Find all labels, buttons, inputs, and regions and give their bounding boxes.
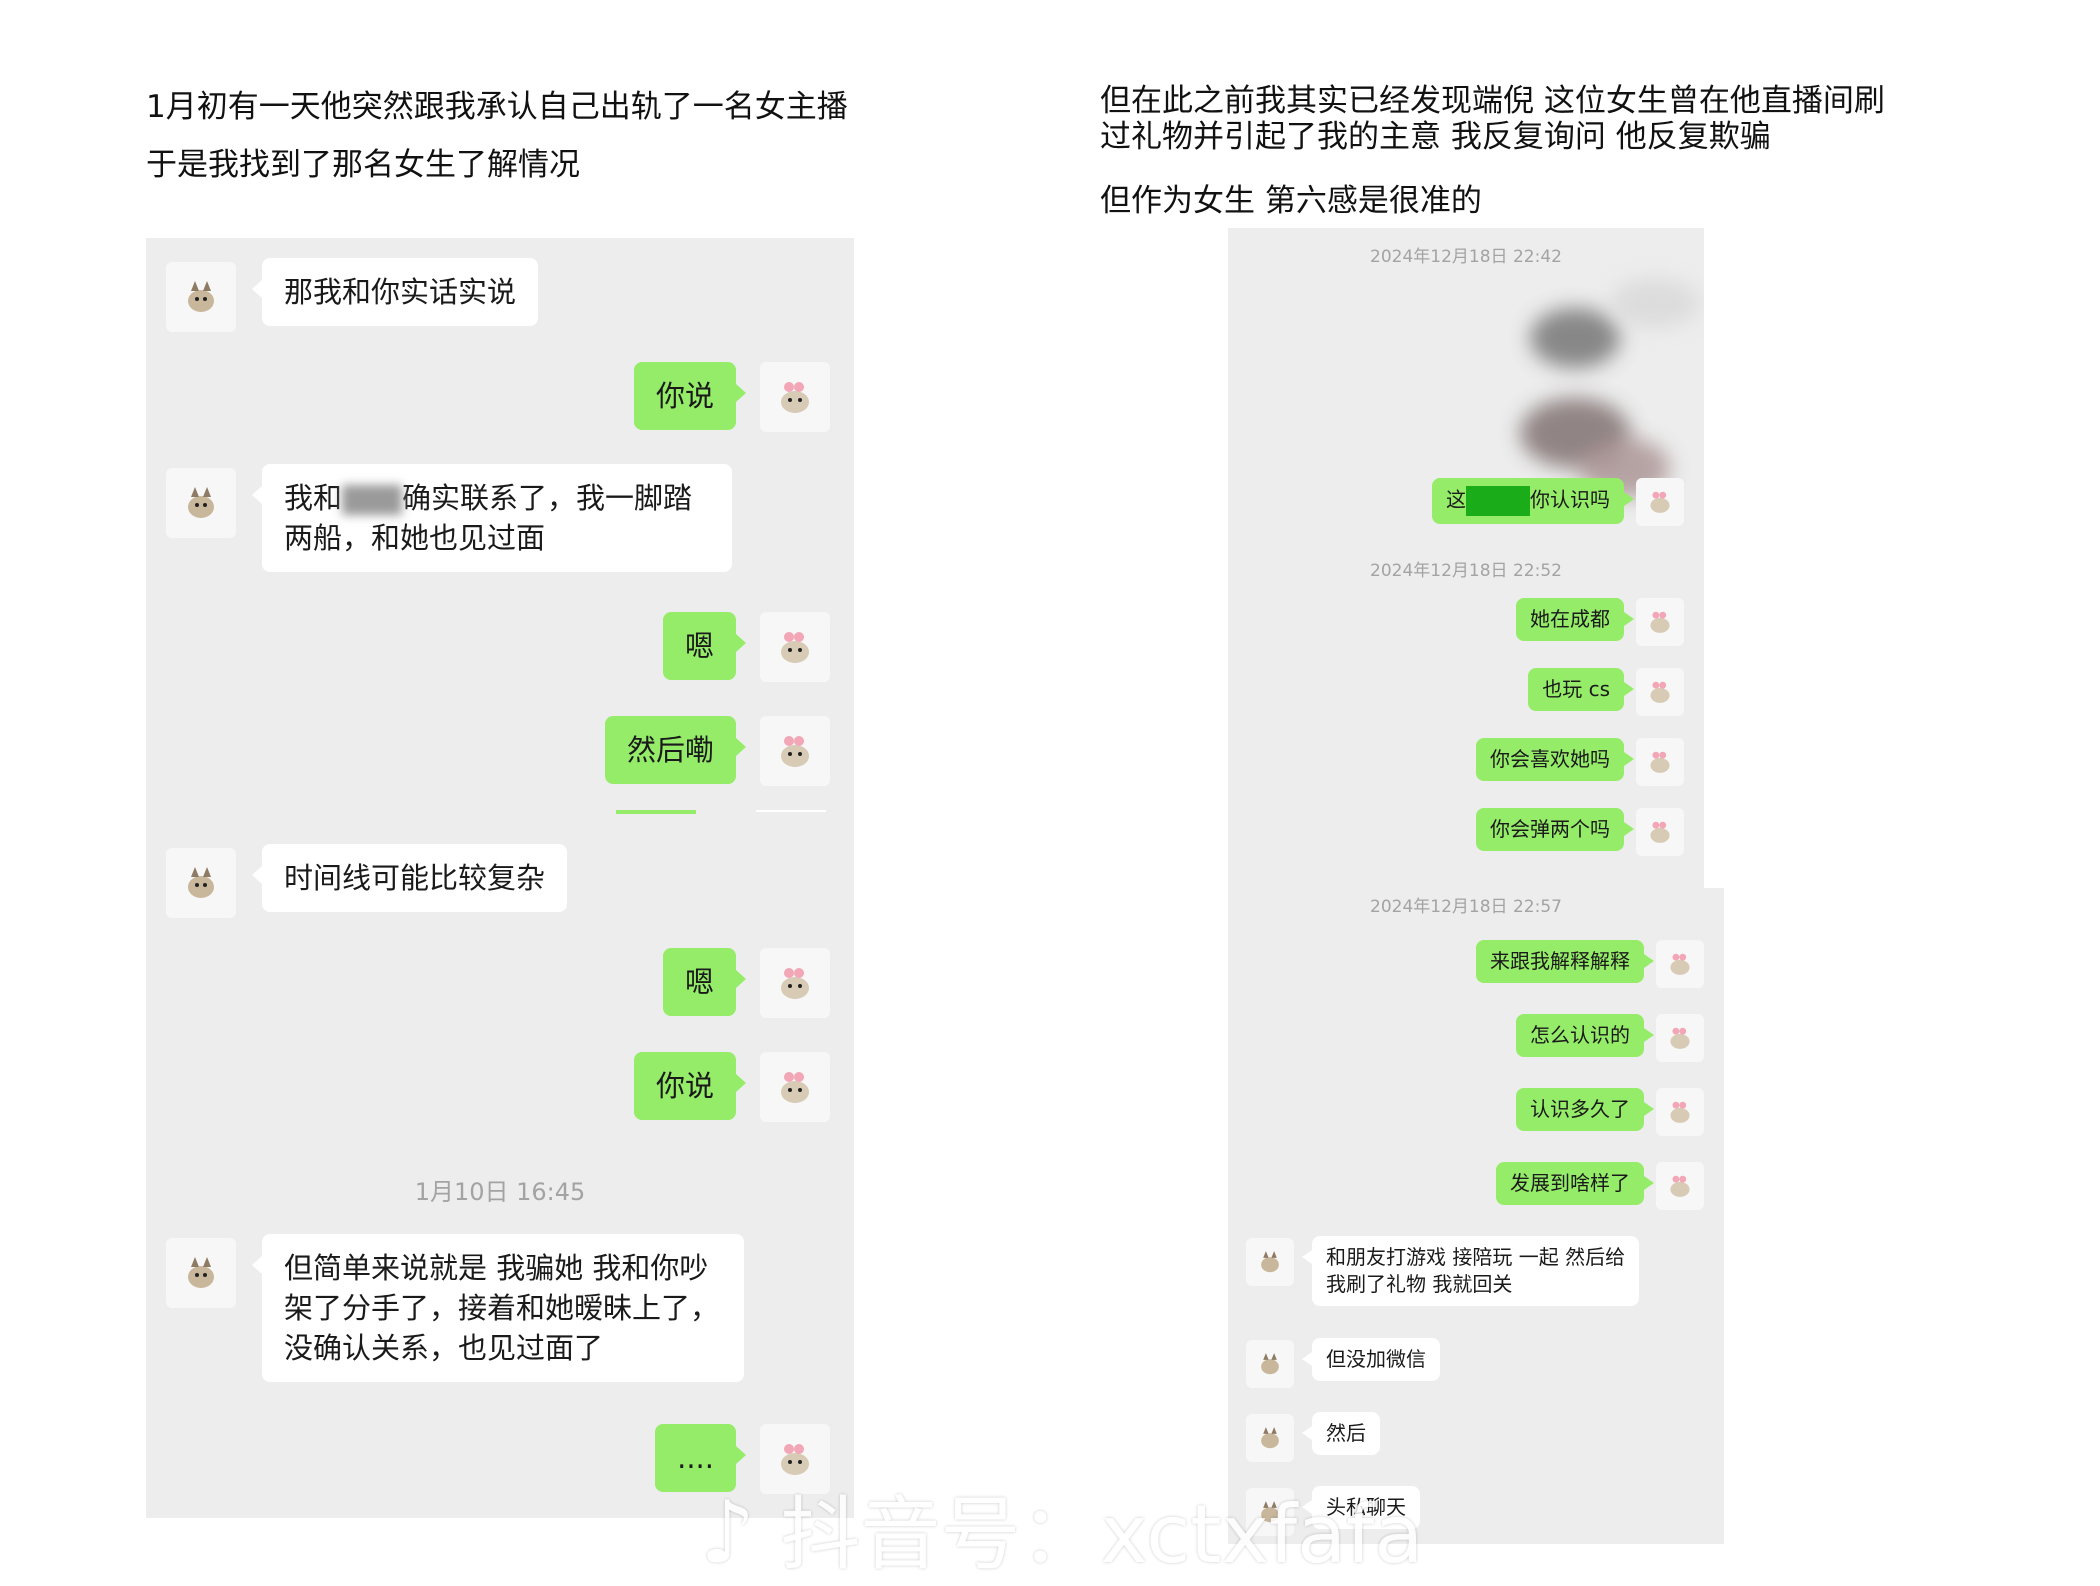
self-avatar[interactable]	[760, 612, 830, 682]
left-caption-line1: 1月初有一天他突然跟我承认自己出轨了一名女主播	[146, 89, 848, 125]
message-incoming[interactable]: 时间线可能比较复杂	[251, 844, 568, 912]
contact-avatar[interactable]	[1246, 1488, 1294, 1536]
message-outgoing[interactable]: 你会喜欢她吗	[1476, 738, 1634, 781]
message-outgoing[interactable]: 你说	[633, 362, 747, 430]
cat-bow-avatar-icon	[1650, 491, 1670, 513]
blurred-image-message[interactable]	[1500, 268, 1704, 508]
contact-avatar[interactable]	[1246, 1340, 1294, 1388]
self-avatar[interactable]	[1656, 1014, 1704, 1062]
contact-avatar[interactable]	[166, 1238, 236, 1308]
right-chat-screenshot-bottom: 2024年12月18日 22:57 来跟我解释解释 怎么认识的 认识多久了 发展…	[1228, 888, 1724, 1544]
chat-timestamp: 2024年12月18日 22:57	[1370, 897, 1562, 917]
message-text: 这	[1446, 487, 1466, 512]
message-incoming-multiline[interactable]: 和朋友打游戏 接陪玩 一起 然后给 我刷了礼物 我就回关	[1301, 1236, 1640, 1306]
self-avatar[interactable]	[760, 362, 830, 432]
message-outgoing[interactable]: 你会弹两个吗	[1476, 808, 1634, 851]
message-outgoing[interactable]: 这 你认识吗	[1432, 478, 1634, 524]
cat-bow-avatar-icon	[1650, 681, 1670, 703]
message-outgoing[interactable]: 认识多久了	[1516, 1088, 1654, 1131]
message-outgoing[interactable]: ....	[655, 1424, 746, 1492]
message-text: 没确认关系，也见过面了	[284, 1331, 604, 1365]
censored-block	[1466, 486, 1530, 516]
crop-seam	[756, 810, 826, 812]
cat-avatar-icon	[1261, 1501, 1279, 1523]
message-incoming[interactable]: 那我和你实话实说	[251, 258, 539, 326]
douyin-logo-icon: ♪	[700, 1483, 755, 1583]
contact-avatar[interactable]	[166, 848, 236, 918]
self-avatar[interactable]	[1656, 1162, 1704, 1210]
watermark-text: 抖音号：xctxfafa	[780, 1488, 1424, 1581]
self-avatar[interactable]	[1636, 598, 1684, 646]
message-text: 确实联系了，我一脚踏	[402, 481, 693, 515]
message-incoming-multiline[interactable]: 但简单来说就是 我骗她 我和你吵 架了分手了，接着和她暧昧上了， 没确认关系，也…	[252, 1234, 744, 1382]
message-text: 但简单来说就是 我骗她 我和你吵	[284, 1251, 709, 1285]
chat-timestamp: 1月10日 16:45	[414, 1178, 586, 1206]
cat-bow-avatar-icon	[1670, 953, 1690, 975]
cat-bow-avatar-icon	[1670, 1101, 1690, 1123]
message-outgoing[interactable]: 嗯	[662, 612, 747, 680]
contact-avatar[interactable]	[1246, 1238, 1294, 1286]
cat-bow-avatar-icon	[781, 632, 809, 663]
left-caption-line2: 于是我找到了那名女生了解情况	[146, 147, 580, 183]
message-outgoing[interactable]: 嗯	[662, 948, 747, 1016]
cat-avatar-icon	[188, 1257, 214, 1288]
cat-avatar-icon	[1261, 1353, 1279, 1375]
crop-seam	[616, 810, 696, 814]
message-incoming[interactable]: 头私聊天	[1302, 1486, 1420, 1529]
contact-avatar[interactable]	[1246, 1414, 1294, 1462]
message-text: 你认识吗	[1530, 487, 1610, 512]
right-caption-line3: 但作为女生 第六感是很准的	[1100, 183, 1482, 219]
self-avatar[interactable]	[1636, 668, 1684, 716]
message-incoming-multiline[interactable]: 我和 确实联系了，我一脚踏 两船，和她也见过面	[252, 464, 732, 572]
message-text: 我刷了礼物 我就回关	[1326, 1272, 1513, 1296]
message-outgoing[interactable]: 她在成都	[1516, 598, 1634, 641]
self-avatar[interactable]	[1636, 808, 1684, 856]
cat-bow-avatar-icon	[1650, 611, 1670, 633]
cat-avatar-icon	[188, 281, 214, 312]
self-avatar[interactable]	[1636, 738, 1684, 786]
message-text: 我和	[284, 481, 343, 515]
chat-timestamp: 2024年12月18日 22:42	[1370, 247, 1562, 267]
right-caption-line1: 但在此之前我其实已经发现端倪 这位女生曾在他直播间刷	[1100, 83, 1885, 119]
cat-bow-avatar-icon	[1670, 1027, 1690, 1049]
message-outgoing[interactable]: 然后嘞	[604, 716, 747, 784]
message-incoming[interactable]: 但没加微信	[1302, 1338, 1440, 1381]
right-chat-screenshot-top: 2024年12月18日 22:42 这 你认识吗 2024年12月18日 22:5…	[1228, 228, 1704, 888]
cat-bow-avatar-icon	[1650, 821, 1670, 843]
left-chat-screenshot: 那我和你实话实说 你说 我和 确实联系了，我一脚踏 两船，和她也见过面 嗯 然后嘞…	[146, 238, 854, 1518]
message-outgoing[interactable]: 怎么认识的	[1516, 1014, 1654, 1057]
cat-avatar-icon	[188, 867, 214, 898]
contact-avatar[interactable]	[166, 262, 236, 332]
cat-avatar-icon	[188, 487, 214, 518]
cat-bow-avatar-icon	[1670, 1175, 1690, 1197]
message-text: 和朋友打游戏 接陪玩 一起 然后给	[1326, 1245, 1626, 1269]
message-text: 架了分手了，接着和她暧昧上了，	[284, 1291, 720, 1325]
cat-bow-avatar-icon	[781, 1072, 809, 1103]
self-avatar[interactable]	[1636, 478, 1684, 526]
self-avatar[interactable]	[760, 1052, 830, 1122]
message-incoming[interactable]: 然后	[1302, 1412, 1380, 1455]
self-avatar[interactable]	[1656, 940, 1704, 988]
chat-timestamp: 2024年12月18日 22:52	[1370, 561, 1562, 581]
self-avatar[interactable]	[760, 948, 830, 1018]
cat-bow-avatar-icon	[781, 968, 809, 999]
contact-avatar[interactable]	[166, 468, 236, 538]
douyin-watermark: ♪ 抖音号：xctxfafa	[700, 1470, 1423, 1586]
censored-blur	[342, 485, 403, 515]
cat-bow-avatar-icon	[1650, 751, 1670, 773]
right-caption-line2: 过礼物并引起了我的主意 我反复询问 他反复欺骗	[1100, 119, 1771, 155]
cat-avatar-icon	[1261, 1251, 1279, 1273]
message-text: 两船，和她也见过面	[284, 521, 546, 555]
cat-bow-avatar-icon	[781, 736, 809, 767]
self-avatar[interactable]	[760, 716, 830, 786]
cat-bow-avatar-icon	[781, 1444, 809, 1475]
self-avatar[interactable]	[760, 1424, 830, 1494]
self-avatar[interactable]	[1656, 1088, 1704, 1136]
cat-avatar-icon	[1261, 1427, 1279, 1449]
message-outgoing[interactable]: 你说	[633, 1052, 747, 1120]
message-outgoing[interactable]: 也玩 cs	[1528, 668, 1634, 711]
cat-bow-avatar-icon	[781, 382, 809, 413]
message-outgoing[interactable]: 发展到啥样了	[1496, 1162, 1654, 1205]
message-outgoing[interactable]: 来跟我解释解释	[1476, 940, 1654, 983]
